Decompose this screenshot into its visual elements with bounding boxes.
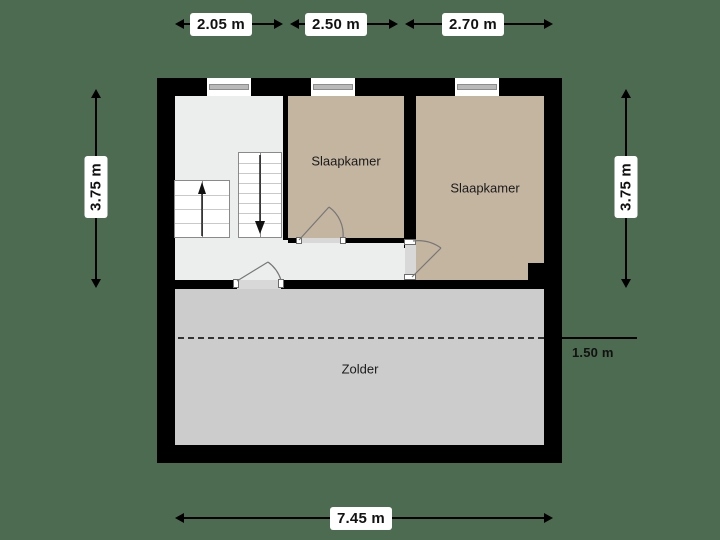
attic-area: [175, 289, 544, 445]
bedroom-right: [416, 96, 544, 263]
stairs-up-step: [175, 195, 229, 196]
interior-wall-bedroomright-bottom: [416, 280, 544, 289]
interior-wall-landing-bedroomleft: [283, 96, 288, 240]
room-label-bedroom-left: Slaapkamer: [311, 153, 381, 169]
stairs-up: [174, 180, 230, 238]
door-hall-jamb-right: [278, 279, 284, 288]
stairs-down-step: [239, 203, 281, 204]
door-hall-jamb-left: [233, 279, 239, 288]
door-bedroomleft-opening: [300, 238, 342, 243]
door-hall-opening: [237, 280, 281, 289]
door-bedroomright-jamb-top: [404, 239, 416, 245]
top-dim2-arrow-left: [290, 19, 299, 29]
right-dim-arrow-down: [621, 279, 631, 288]
stairs-down-step: [239, 213, 281, 214]
stairs-down-step: [239, 183, 281, 184]
stairs-down: [238, 152, 282, 238]
bedroom-right-notch: [416, 263, 528, 285]
stairs-down-step: [239, 163, 281, 164]
room-label-attic: Zolder: [341, 361, 379, 377]
hall-corridor: [175, 240, 410, 285]
door-bedroomright-jamb-bottom: [404, 274, 416, 280]
bottom-dim-arrow-right: [544, 513, 553, 523]
window-2-glass: [313, 84, 353, 90]
room-label-bedroom-right: Slaapkamer: [450, 180, 520, 196]
door-bedroomleft-jamb-left: [296, 237, 302, 244]
left-dim-arrow-down: [91, 279, 101, 288]
top-dim3-label: 2.70 m: [442, 13, 504, 36]
right-eave-label: 1.50 m: [572, 345, 614, 360]
right-eave-line: [555, 337, 637, 339]
top-dim1-arrow-right: [274, 19, 283, 29]
interior-wall-bedroomleft-bottom: [288, 238, 404, 243]
left-dim-arrow-up: [91, 89, 101, 98]
top-dim1-label: 2.05 m: [190, 13, 252, 36]
interior-wall-between-bedrooms: [404, 86, 416, 238]
top-dim2-label: 2.50 m: [305, 13, 367, 36]
stairs-down-step: [239, 193, 281, 194]
top-dim3-arrow-left: [405, 19, 414, 29]
stairs-down-step: [239, 223, 281, 224]
top-dim2-arrow-right: [389, 19, 398, 29]
stairs-up-step: [175, 209, 229, 210]
right-dim-arrow-up: [621, 89, 631, 98]
stairs-down-center-line: [260, 153, 261, 237]
door-bedroomleft-jamb-right: [340, 237, 346, 244]
top-dim3-arrow-right: [544, 19, 553, 29]
attic-eave-dashed-line: [178, 337, 544, 339]
bottom-dim-arrow-left: [175, 513, 184, 523]
stairs-down-step: [239, 173, 281, 174]
stairs-up-step: [175, 223, 229, 224]
window-1-glass: [209, 84, 249, 90]
bottom-dim-label: 7.45 m: [330, 507, 392, 530]
top-dim1-arrow-left: [175, 19, 184, 29]
window-3-glass: [457, 84, 497, 90]
door-bedroomright-opening: [405, 243, 416, 278]
